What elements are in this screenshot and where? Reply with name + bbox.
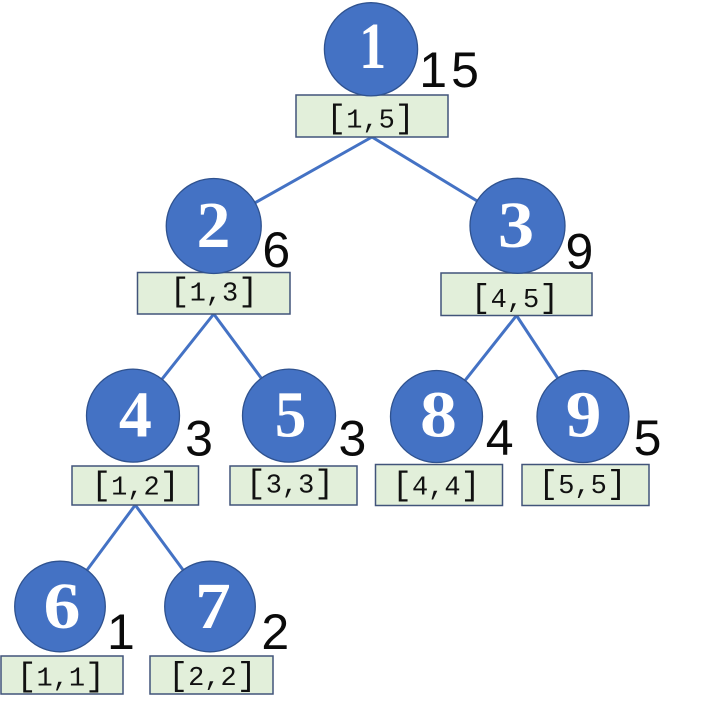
svg-text:9: 9 xyxy=(566,223,594,279)
svg-text:8: 8 xyxy=(420,379,457,452)
svg-text:1: 1 xyxy=(107,604,135,660)
svg-text:3: 3 xyxy=(498,189,534,262)
svg-text:2: 2 xyxy=(197,189,231,262)
svg-text:[5,5]: [5,5] xyxy=(538,466,626,503)
svg-text:6: 6 xyxy=(262,222,290,278)
svg-text:[1,2]: [1,2] xyxy=(91,468,179,505)
svg-text:[1,1]: [1,1] xyxy=(17,658,105,695)
svg-text:5: 5 xyxy=(634,410,662,466)
svg-text:1: 1 xyxy=(359,10,386,83)
svg-text:[1,5]: [1,5] xyxy=(326,100,414,137)
svg-text:2: 2 xyxy=(261,604,289,660)
svg-text:[3,3]: [3,3] xyxy=(246,465,334,502)
svg-text:[4,4]: [4,4] xyxy=(392,467,480,504)
svg-text:[4,5]: [4,5] xyxy=(471,280,559,317)
svg-text:[1,3]: [1,3] xyxy=(170,274,258,311)
svg-text:3: 3 xyxy=(339,411,367,467)
svg-text:[2,2]: [2,2] xyxy=(168,658,256,695)
svg-text:4: 4 xyxy=(119,379,152,452)
svg-text:3: 3 xyxy=(185,411,213,467)
svg-text:15: 15 xyxy=(419,42,483,98)
svg-text:6: 6 xyxy=(44,571,81,644)
svg-text:7: 7 xyxy=(195,569,231,642)
svg-text:9: 9 xyxy=(566,378,602,451)
svg-text:5: 5 xyxy=(275,377,307,450)
svg-text:4: 4 xyxy=(486,410,514,466)
